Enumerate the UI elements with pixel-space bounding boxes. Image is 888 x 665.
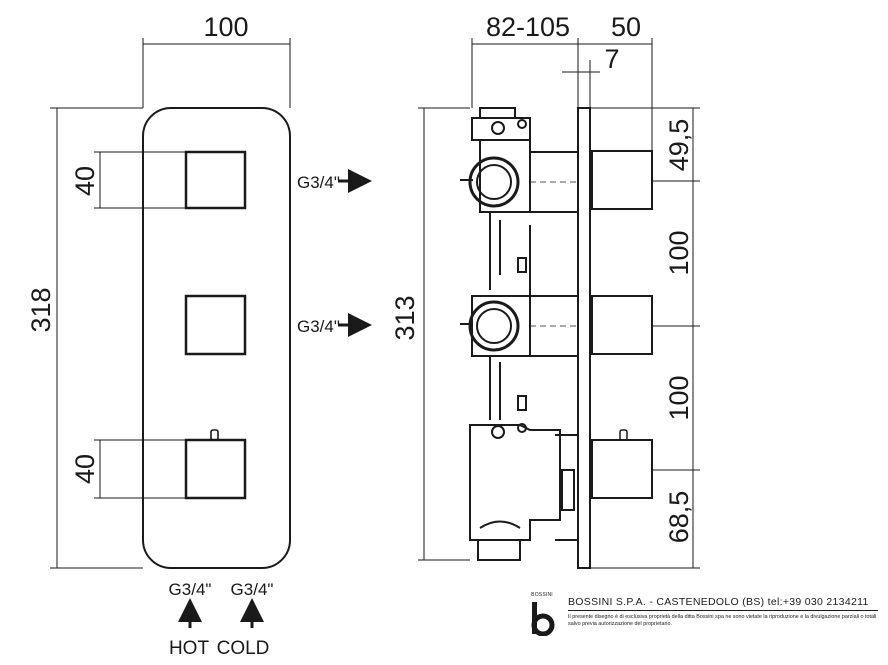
front-view: 100 318 40 40 G3/4" G3/4" HOT COLD [26,12,291,659]
cold-inlet-size: G3/4" [231,580,274,599]
side-top-dimension: 49,5 [664,119,694,172]
side-handle-depth-dimension: 50 [611,12,641,42]
cold-label: COLD [217,638,270,659]
side-view: G3/4" G3/4" 313 82-105 50 7 49,5 100 100… [297,12,700,569]
logo-mark-icon [531,602,555,637]
side-spacing-1-dimension: 100 [664,230,694,275]
valve-body [460,107,579,561]
side-upper-handle [591,150,653,210]
side-height-dimension: 313 [390,295,420,340]
front-height-dimension: 318 [26,287,56,332]
footer-divider [568,610,878,611]
side-lower-handle [591,439,653,499]
side-bottom-dimension: 68,5 [664,491,694,544]
hot-label: HOT [169,638,210,659]
side-depth-range-dimension: 82-105 [486,12,570,42]
side-spacing-2-dimension: 100 [664,375,694,420]
front-plate [142,107,291,569]
front-lower-handle [184,438,247,500]
side-plate-dimension: 7 [604,44,619,74]
upper-outlet-ring [468,156,520,208]
bossini-logo: BOSSINI [528,592,556,637]
front-lower-handle-dimension: 40 [70,454,100,484]
lower-outlet-ring [468,300,520,352]
disclaimer-text: Il presente disegno è di esclusiva propr… [568,614,877,627]
logo-brand-text: BOSSINI [531,592,553,598]
side-lower-handle-indicator [619,429,628,441]
front-middle-handle [184,294,247,356]
company-info: BOSSINI S.P.A. - CASTENEDOLO (BS) tel:+3… [568,596,869,608]
upper-outlet-size: G3/4" [297,173,340,192]
hot-inlet-size: G3/4" [169,580,212,599]
front-upper-handle [184,150,247,210]
front-lower-handle-indicator [210,429,219,441]
side-plate [577,107,591,569]
title-block: BOSSINI BOSSINI S.P.A. - CASTENEDOLO (BS… [520,592,880,640]
lower-outlet-size: G3/4" [297,317,340,336]
front-width-dimension: 100 [203,12,248,42]
side-middle-handle [591,295,653,355]
front-upper-handle-dimension: 40 [70,166,100,196]
